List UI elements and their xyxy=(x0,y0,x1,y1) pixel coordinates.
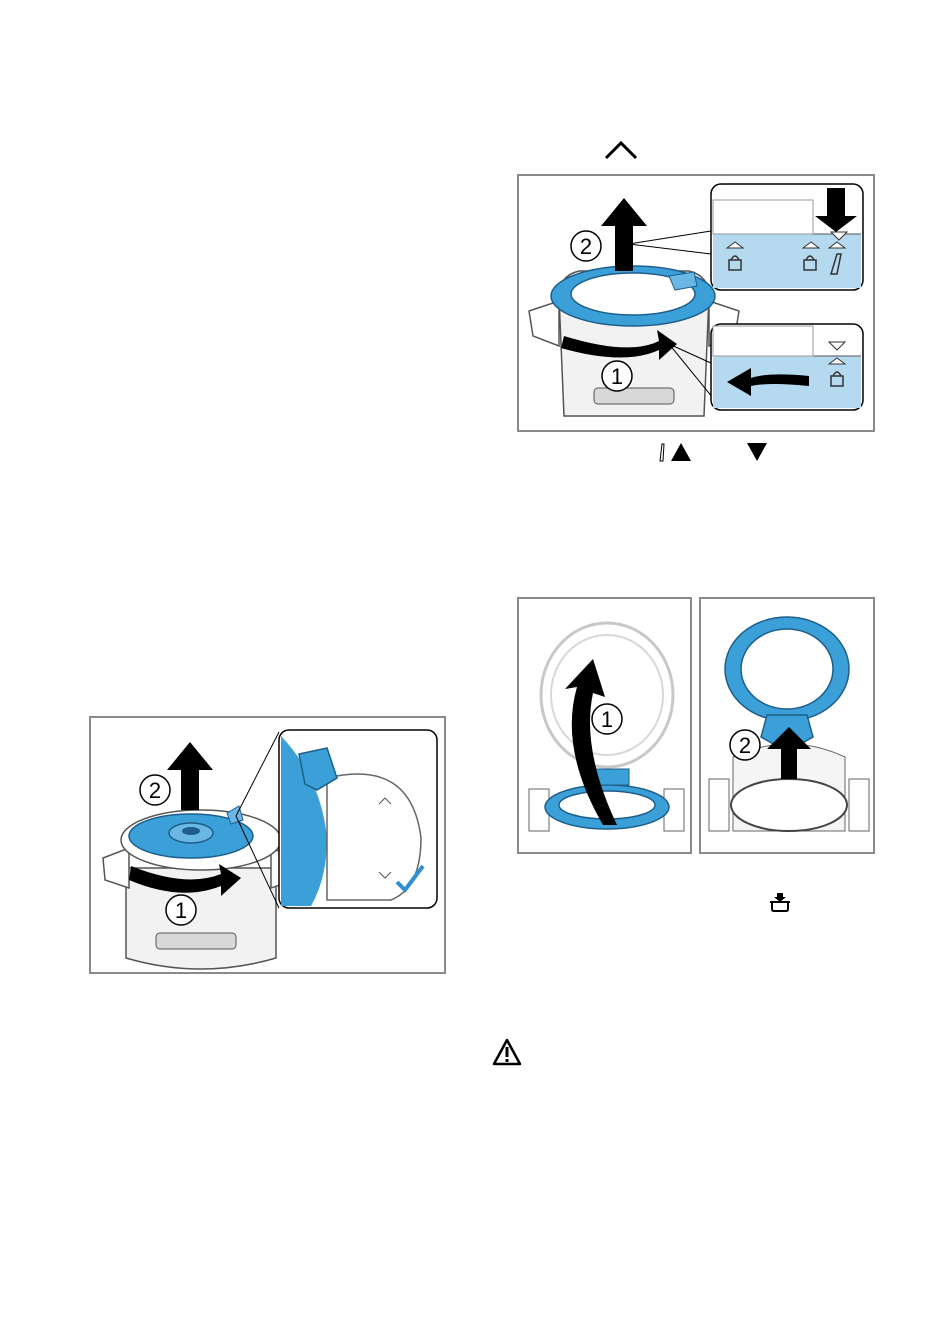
figure-seal-ring-lift: 2 xyxy=(699,597,875,854)
callout-2: 2 xyxy=(580,234,592,259)
lid-ring-illustration: 2 1 xyxy=(519,176,875,432)
callout-1: 1 xyxy=(601,707,613,732)
pot-drain-icon xyxy=(769,892,791,912)
brush-triangle-up-icon xyxy=(657,441,693,463)
callout-1: 1 xyxy=(175,898,187,923)
inset-lock-indicators xyxy=(711,184,863,290)
warning-icon xyxy=(492,1038,522,1066)
triangle-down-icon xyxy=(746,442,768,462)
figure-seal-ring-flip: 1 xyxy=(517,597,692,854)
inset-rotate-direction xyxy=(711,324,863,410)
seal-ring-flip-illustration: 1 xyxy=(519,599,692,854)
callout-1: 1 xyxy=(611,364,623,389)
callout-2: 2 xyxy=(149,778,161,803)
callout-2: 2 xyxy=(739,733,751,758)
cooker-lid-illustration: 2 1 xyxy=(91,718,446,974)
figure-lid-ring-removal: 2 1 xyxy=(517,174,875,432)
inset-lid-alignment xyxy=(279,730,437,908)
chevron-up-icon xyxy=(603,138,639,162)
figure-cooker-lid-twist: 2 1 xyxy=(89,716,446,974)
seal-ring-lift-illustration: 2 xyxy=(701,599,875,854)
